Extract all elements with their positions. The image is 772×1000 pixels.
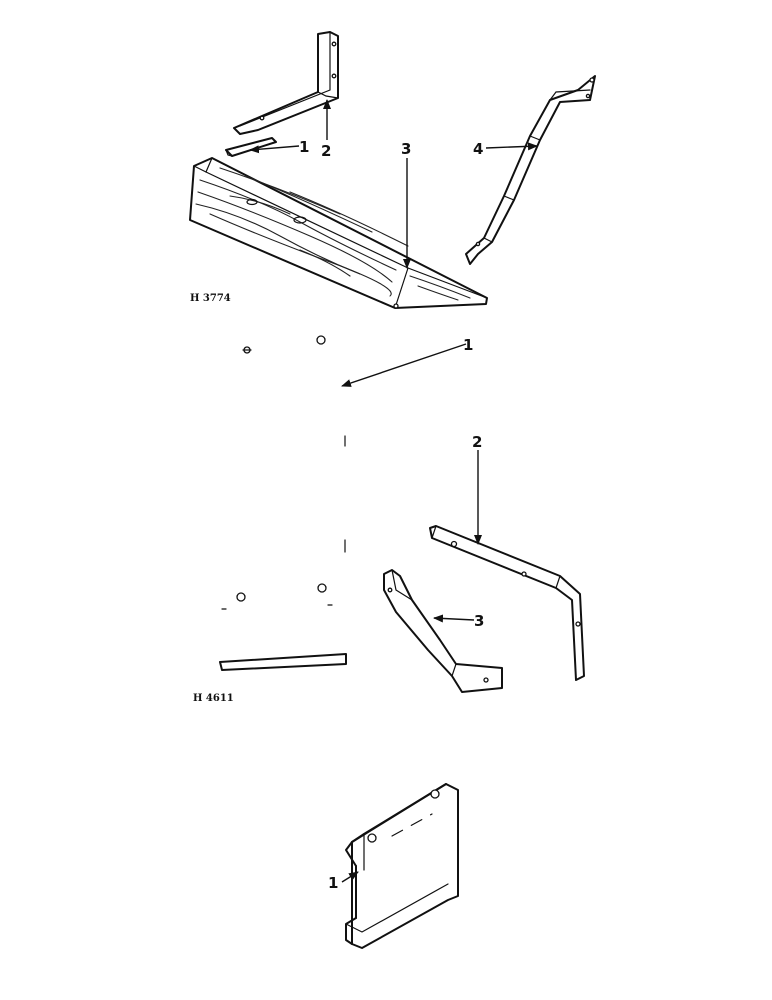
part-1-channel-guard [345,783,459,949]
svg-text:1: 1 [299,138,309,156]
svg-text:3: 3 [474,612,484,630]
svg-text:3: 3 [401,140,411,158]
svg-text:2: 2 [472,433,482,451]
svg-text:2: 2 [321,142,331,160]
callout-2: 2 [321,99,331,160]
svg-text:4: 4 [473,140,483,158]
callout-1: 1 [341,336,473,387]
part-2-angle-bracket [233,31,339,135]
figure-id-h3774: H 3774 [190,293,231,304]
callout-4: 4 [473,140,538,158]
part-3-bent-support [383,569,503,693]
figure-id-h4611: H 4611 [193,693,234,704]
callout-2: 2 [472,433,482,545]
svg-text:1: 1 [328,874,338,892]
part-1-plate [225,137,277,157]
callout-1: 1 [249,138,309,156]
part-2-angle-bracket [429,525,585,681]
part-4-bent-support [465,75,596,265]
callout-3: 3 [401,140,411,269]
figure-channel-guard: 1 [328,783,459,949]
part-1-panel [219,335,347,671]
callout-3: 3 [433,612,484,630]
callout-1: 1 [328,871,359,892]
figure-h3774: 1 2 3 4 H 3774 [189,31,596,309]
part-3-wood-sill [189,157,488,309]
svg-text:1: 1 [463,336,473,354]
figure-h4611: 1 2 3 H 4611 [193,335,585,704]
